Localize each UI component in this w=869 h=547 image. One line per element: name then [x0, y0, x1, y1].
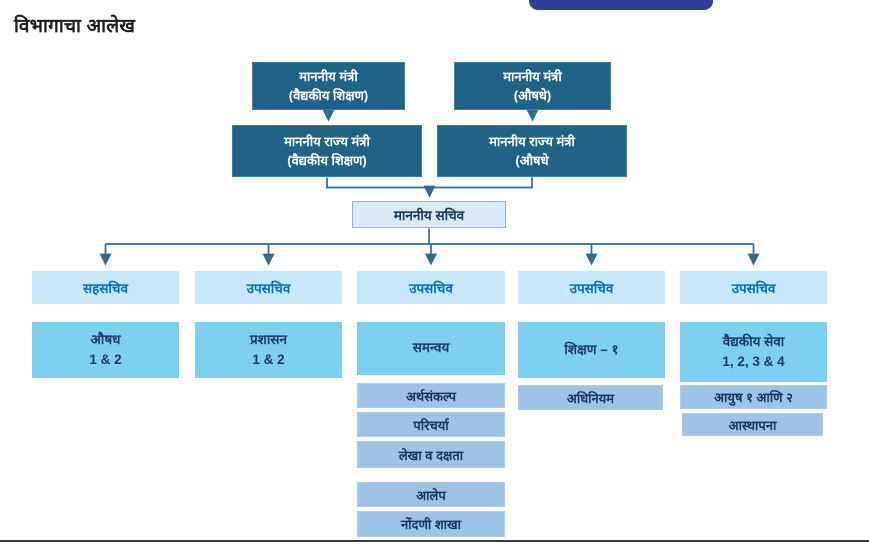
node-label-line: उपसचिव — [569, 280, 614, 296]
node-label-line: 1, 2, 3 & 4 — [722, 354, 785, 369]
node-label-line: (औषधे — [515, 153, 549, 168]
node-sub-aalep: आलेप — [357, 482, 505, 507]
node-sub-nursing: परिचर्या — [357, 412, 505, 437]
node-label-line: प्रशासन — [250, 331, 287, 347]
node-label-line: (वैद्यकीय शिक्षण) — [288, 88, 369, 103]
node-label-line: समन्वय — [412, 340, 450, 356]
top-tab-button[interactable] — [529, 0, 713, 10]
node-label-line: (औषधे) — [513, 88, 552, 103]
node-dept-coordination: समन्वय — [357, 322, 505, 375]
node-label-line: लेखा व दक्षता — [398, 447, 464, 463]
node-deputy-secretary-2: उपसचिव — [357, 271, 505, 304]
node-label-line: माननीय राज्य मंत्री — [489, 133, 575, 149]
node-sub-accounts-vigilance: लेखा व दक्षता — [357, 441, 505, 468]
node-deputy-secretary-3: उपसचिव — [518, 271, 665, 304]
node-state-minister-medical-education: माननीय राज्य मंत्री (वैद्यकीय शिक्षण) — [232, 125, 422, 177]
node-deputy-secretary-4: उपसचिव — [680, 271, 827, 304]
node-minister-drugs: माननीय मंत्री (औषधे) — [454, 62, 611, 110]
node-sub-registration-branch: नोंदणी शाखा — [357, 511, 505, 537]
node-minister-medical-education: माननीय मंत्री (वैद्यकीय शिक्षण) — [252, 62, 405, 110]
node-label-line: माननीय सचिव — [393, 207, 465, 223]
node-label-line: अधिनियम — [566, 390, 615, 406]
node-dept-medical-services: वैद्यकीय सेवा 1, 2, 3 & 4 — [680, 322, 827, 382]
node-secretary: माननीय सचिव — [352, 201, 506, 228]
node-sub-ayush: आयुष १ आणि २ — [680, 385, 827, 409]
node-joint-secretary: सहसचिव — [32, 271, 179, 304]
node-label-line: उपसचिव — [409, 280, 453, 296]
node-label-line: आस्थापना — [728, 417, 777, 433]
node-label-line: 1 & 2 — [252, 352, 285, 367]
node-label-line: उपसचिव — [246, 280, 291, 296]
node-label-line: माननीय मंत्री — [299, 68, 358, 84]
node-sub-act: अधिनियम — [518, 385, 663, 410]
node-label-line: माननीय राज्य मंत्री — [284, 133, 370, 149]
node-label-line: परिचर्या — [413, 417, 449, 433]
node-label-line: आयुष १ आणि २ — [714, 390, 793, 405]
node-label-line: सहसचिव — [83, 280, 128, 296]
node-sub-establishment: आस्थापना — [682, 413, 823, 436]
node-label-line: आलेप — [416, 487, 446, 503]
node-sub-budget: अर्थसंकल्प — [357, 383, 505, 408]
node-label-line: नोंदणी शाखा — [400, 517, 462, 532]
node-dept-education-1: शिक्षण – १ — [518, 322, 665, 378]
node-label-line: वैद्यकीय सेवा — [722, 333, 785, 349]
node-dept-administration: प्रशासन 1 & 2 — [195, 322, 342, 378]
node-label-line: उपसचिव — [731, 280, 776, 296]
node-state-minister-drugs: माननीय राज्य मंत्री (औषधे — [437, 125, 627, 177]
node-label-line: माननीय मंत्री — [503, 68, 562, 84]
bottom-divider — [0, 540, 869, 542]
node-label-line: 1 & 2 — [89, 352, 122, 367]
node-deputy-secretary-1: उपसचिव — [195, 271, 342, 304]
node-label-line: शिक्षण – १ — [564, 341, 619, 357]
node-label-line: अर्थसंकल्प — [406, 388, 456, 404]
node-dept-drugs: औषध 1 & 2 — [32, 322, 179, 378]
page-title: विभागाचा आलेख — [14, 16, 136, 37]
node-label-line: औषध — [90, 331, 121, 347]
node-label-line: (वैद्यकीय शिक्षण) — [287, 153, 367, 168]
